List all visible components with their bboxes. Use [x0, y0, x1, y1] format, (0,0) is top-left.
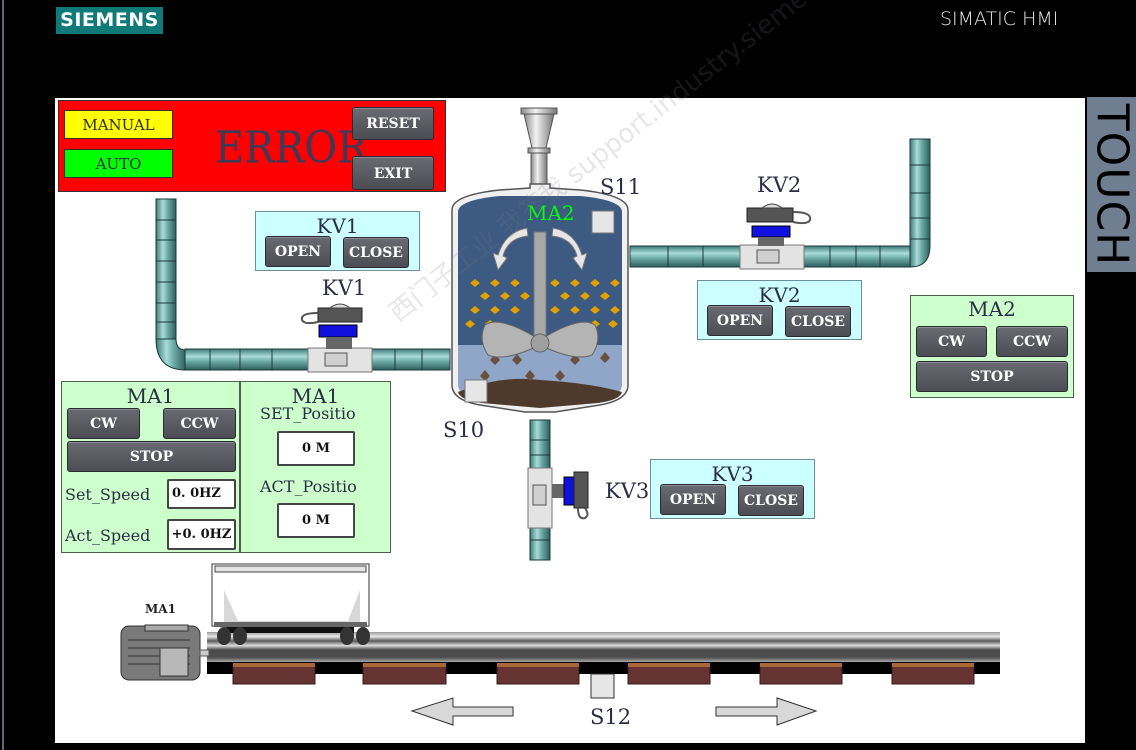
ma1-speed-panel: MA1 CW CCW STOP Set_Speed 0. 0HZ Act_Spe…: [61, 381, 240, 553]
kv2-close-button[interactable]: CLOSE: [785, 306, 851, 337]
ma2-stop-button[interactable]: STOP: [916, 361, 1068, 392]
ma2-panel-title: MA2: [968, 297, 1016, 321]
error-status-text: ERROR: [215, 123, 368, 174]
kv2-tag: KV2: [757, 173, 802, 197]
kv1-panel-title: KV1: [316, 214, 359, 238]
auto-mode-button[interactable]: AUTO: [64, 149, 173, 178]
product-label: SIMATIC HMI: [940, 8, 1059, 30]
transport-cart: [211, 563, 370, 645]
mixing-tank: [451, 183, 629, 413]
kv3-close-button[interactable]: CLOSE: [738, 485, 804, 516]
motor-ma1: [120, 624, 210, 681]
valve-kv3: [527, 467, 589, 529]
siemens-logo: SIEMENS: [56, 7, 163, 34]
motor-ma1-tag: MA1: [145, 602, 176, 616]
tank-inlet-funnel: [520, 107, 558, 189]
manual-mode-button[interactable]: MANUAL: [64, 110, 173, 139]
kv3-open-button[interactable]: OPEN: [660, 484, 726, 515]
act-position-label: ACT_Positio: [260, 477, 357, 496]
rail-track: [207, 632, 1000, 699]
set-speed-label: Set_Speed: [65, 485, 151, 504]
ma1-ccw-button[interactable]: CCW: [163, 408, 236, 439]
frame-edge: [2, 0, 4, 750]
set-speed-input[interactable]: 0. 0HZ: [167, 479, 236, 509]
set-position-label: SET_Positio: [260, 404, 356, 423]
sensor-s12: [590, 673, 615, 699]
ma1-position-title: MA1: [291, 384, 340, 408]
ma1-panel-title: MA1: [126, 384, 175, 408]
act-position-display: 0 M: [277, 503, 355, 538]
act-speed-display: +0. 0HZ: [167, 519, 236, 550]
arrow-left-icon: [410, 697, 514, 726]
kv1-control-panel: KV1 OPEN CLOSE: [255, 211, 420, 271]
ma1-position-panel: MA1 SET_Positio 0 M ACT_Positio 0 M: [240, 381, 391, 553]
sensor-s11: [591, 210, 615, 234]
ma2-ccw-button[interactable]: CCW: [996, 326, 1068, 357]
kv1-tag: KV1: [322, 276, 367, 300]
kv3-control-panel: KV3 OPEN CLOSE: [650, 459, 815, 519]
sensor-s10-tag: S10: [443, 418, 485, 442]
kv1-close-button[interactable]: CLOSE: [343, 237, 409, 268]
kv2-control-panel: KV2 OPEN CLOSE: [697, 280, 862, 340]
valve-kv2: [739, 203, 812, 270]
arrow-right-icon: [715, 697, 818, 726]
kv2-panel-title: KV2: [758, 283, 801, 307]
mixer-ma2-tag: MA2: [527, 201, 575, 225]
tank-particles: [465, 279, 620, 328]
sensor-s10: [464, 379, 488, 403]
ma1-cw-button[interactable]: CW: [67, 408, 140, 439]
sensor-s12-tag: S12: [590, 705, 632, 729]
touch-label: TOUCH: [1087, 97, 1136, 272]
kv3-panel-title: KV3: [711, 462, 754, 486]
exit-button[interactable]: EXIT: [352, 156, 434, 190]
sensor-s11-tag: S11: [600, 175, 642, 199]
valve-kv1: [300, 303, 373, 373]
kv3-tag: KV3: [605, 479, 650, 503]
ma1-stop-button[interactable]: STOP: [67, 441, 236, 472]
set-position-input[interactable]: 0 M: [277, 431, 355, 466]
act-speed-label: Act_Speed: [65, 526, 151, 545]
ma2-cw-button[interactable]: CW: [916, 326, 987, 357]
reset-button[interactable]: RESET: [352, 107, 434, 140]
ma2-control-panel: MA2 CW CCW STOP: [910, 295, 1074, 398]
kv1-open-button[interactable]: OPEN: [265, 236, 331, 267]
kv2-open-button[interactable]: OPEN: [707, 305, 773, 336]
